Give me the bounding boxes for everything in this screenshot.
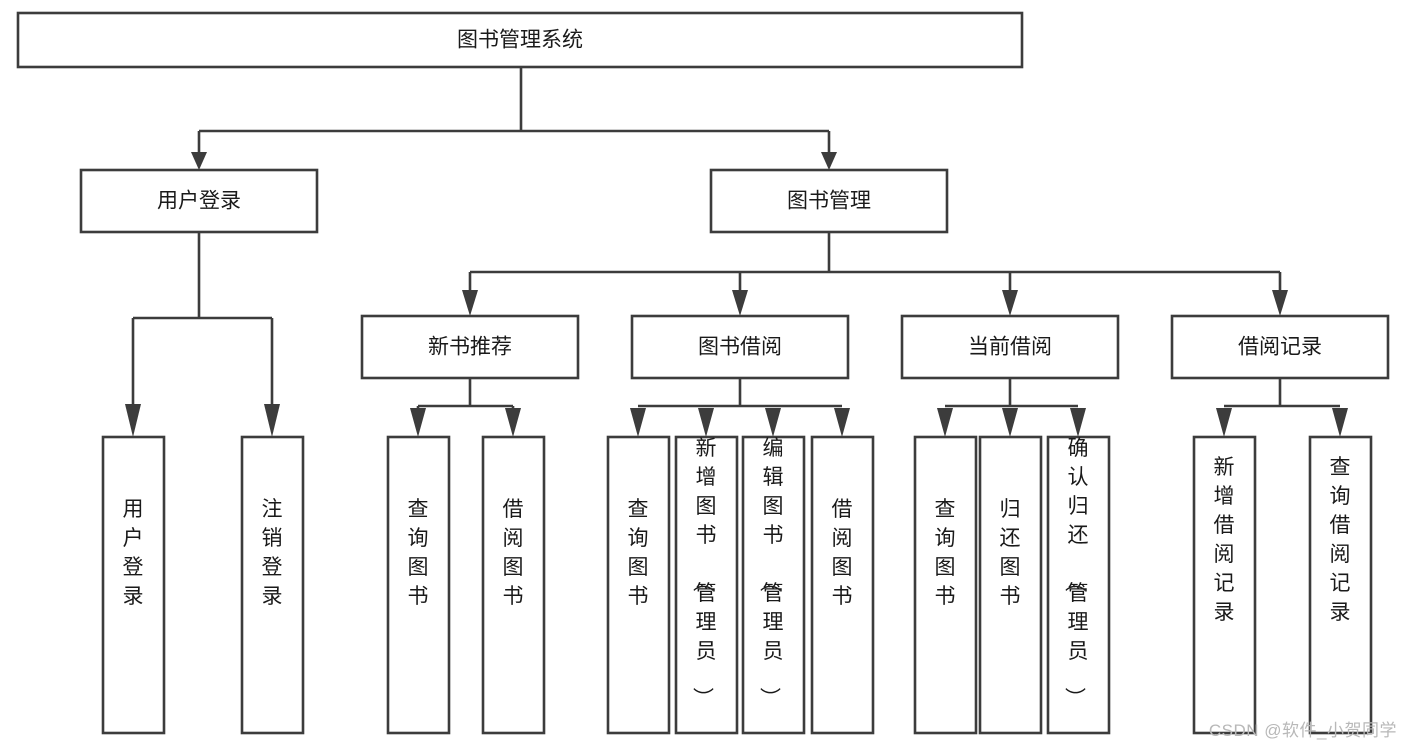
leaf-nb-borrow-book-box[interactable] bbox=[481, 435, 546, 735]
leaf-cb-return-book[interactable]: 归还图书 bbox=[978, 435, 1043, 735]
node-book-management[interactable]: 图书管理 bbox=[709, 168, 949, 234]
leaf-cb-query-book[interactable]: 查询图书 bbox=[913, 435, 978, 735]
arrowhead-bb-add-book bbox=[698, 408, 714, 437]
node-book-borrow-box[interactable] bbox=[630, 314, 850, 380]
leaf-nb-query-book-label: 查询图书 bbox=[408, 498, 429, 608]
node-borrow-record[interactable]: 借阅记录 bbox=[1170, 314, 1390, 380]
node-book-borrow-label: 图书借阅 bbox=[698, 336, 782, 359]
arrowhead-current-borrow bbox=[1002, 290, 1018, 316]
leaf-bb-query-book-label: 查询图书 bbox=[628, 498, 649, 608]
node-current-borrow-box[interactable] bbox=[900, 314, 1120, 380]
arrowhead-br-query-record bbox=[1332, 408, 1348, 437]
leaf-bb-edit-book[interactable]: 编辑图书（管理员） bbox=[741, 435, 806, 735]
arrowhead-book-borrow bbox=[732, 290, 748, 316]
node-current-borrow-label: 当前借阅 bbox=[968, 336, 1052, 359]
node-root-system[interactable]: 图书管理系统 bbox=[16, 11, 1024, 69]
leaf-cb-confirm-return-label: 确认归还（管理员） bbox=[1063, 437, 1089, 708]
leaf-bb-add-book-box[interactable] bbox=[674, 435, 739, 735]
leaf-bb-edit-book-label: 编辑图书（管理员） bbox=[758, 437, 784, 708]
arrowhead-bb-borrow-book bbox=[834, 408, 850, 437]
leaf-cb-confirm-return[interactable]: 确认归还（管理员） bbox=[1046, 435, 1111, 735]
leaf-bb-borrow-book-box[interactable] bbox=[810, 435, 875, 735]
arrowhead-leaf-user-login bbox=[125, 404, 141, 437]
node-current-borrow[interactable]: 当前借阅 bbox=[900, 314, 1120, 380]
leaf-bb-query-book-box[interactable] bbox=[606, 435, 671, 735]
node-new-book-recommend-label: 新书推荐 bbox=[428, 336, 512, 359]
arrowhead-borrow-record bbox=[1272, 290, 1288, 316]
node-new-book-recommend-box[interactable] bbox=[360, 314, 580, 380]
node-root-system-box[interactable] bbox=[16, 11, 1024, 69]
leaf-user-login-box[interactable] bbox=[101, 435, 166, 735]
arrowhead-br-add-record bbox=[1216, 408, 1232, 437]
leaf-cb-confirm-return-box[interactable] bbox=[1046, 435, 1111, 735]
node-user-login-box[interactable] bbox=[79, 168, 319, 234]
arrowhead-cb-confirm-return bbox=[1070, 408, 1086, 437]
leaf-nb-borrow-book-label: 借阅图书 bbox=[503, 498, 524, 608]
leaf-bb-borrow-book-label: 借阅图书 bbox=[832, 498, 853, 608]
arrowhead-cb-return-book bbox=[1002, 408, 1018, 437]
leaf-bb-query-book[interactable]: 查询图书 bbox=[606, 435, 671, 735]
leaf-br-query-record-label: 查询借阅记录 bbox=[1330, 456, 1351, 624]
leaf-logout-box[interactable] bbox=[240, 435, 305, 735]
leaf-cb-query-book-label: 查询图书 bbox=[935, 498, 956, 608]
leaf-user-login-label: 用户登录 bbox=[123, 498, 144, 608]
node-borrow-record-box[interactable] bbox=[1170, 314, 1390, 380]
leaf-br-query-record-box[interactable] bbox=[1308, 435, 1373, 735]
leaf-user-login[interactable]: 用户登录 bbox=[101, 435, 166, 735]
arrowhead-new-book bbox=[462, 290, 478, 316]
arrowhead-nb-query-book bbox=[410, 408, 426, 437]
node-book-management-label: 图书管理 bbox=[787, 190, 871, 213]
node-book-borrow[interactable]: 图书借阅 bbox=[630, 314, 850, 380]
arrowhead-bb-edit-book bbox=[765, 408, 781, 437]
node-user-login[interactable]: 用户登录 bbox=[79, 168, 319, 234]
arrowhead-leaf-logout bbox=[264, 404, 280, 437]
leaf-bb-borrow-book[interactable]: 借阅图书 bbox=[810, 435, 875, 735]
leaf-cb-query-book-box[interactable] bbox=[913, 435, 978, 735]
leaf-br-add-record[interactable]: 新增借阅记录 bbox=[1192, 435, 1257, 735]
node-user-login-label: 用户登录 bbox=[157, 190, 241, 213]
leaf-nb-borrow-book[interactable]: 借阅图书 bbox=[481, 435, 546, 735]
node-book-management-box[interactable] bbox=[709, 168, 949, 234]
leaf-nb-query-book-box[interactable] bbox=[386, 435, 451, 735]
leaf-logout[interactable]: 注销登录 bbox=[240, 435, 305, 735]
arrowhead-bb-query-book bbox=[630, 408, 646, 437]
leaf-bb-add-book[interactable]: 新增图书（管理员） bbox=[674, 435, 739, 735]
node-new-book-recommend[interactable]: 新书推荐 bbox=[360, 314, 580, 380]
arrowhead-cb-query-book bbox=[937, 408, 953, 437]
leaf-cb-return-book-box[interactable] bbox=[978, 435, 1043, 735]
node-borrow-record-label: 借阅记录 bbox=[1238, 336, 1322, 359]
leaf-br-add-record-label: 新增借阅记录 bbox=[1214, 456, 1235, 624]
connector-layer bbox=[125, 67, 1348, 437]
node-root-system-label: 图书管理系统 bbox=[457, 29, 583, 52]
arrowhead-nb-borrow-book bbox=[505, 408, 521, 437]
leaf-br-query-record[interactable]: 查询借阅记录 bbox=[1308, 435, 1373, 735]
leaf-cb-return-book-label: 归还图书 bbox=[1000, 498, 1021, 608]
leaf-logout-label: 注销登录 bbox=[262, 498, 283, 608]
arrowhead-user-login bbox=[191, 152, 207, 170]
leaf-nb-query-book[interactable]: 查询图书 bbox=[386, 435, 451, 735]
arrowhead-book-mgmt bbox=[821, 152, 837, 170]
leaf-br-add-record-box[interactable] bbox=[1192, 435, 1257, 735]
leaf-bb-edit-book-box[interactable] bbox=[741, 435, 806, 735]
leaf-bb-add-book-label: 新增图书（管理员） bbox=[691, 437, 717, 708]
